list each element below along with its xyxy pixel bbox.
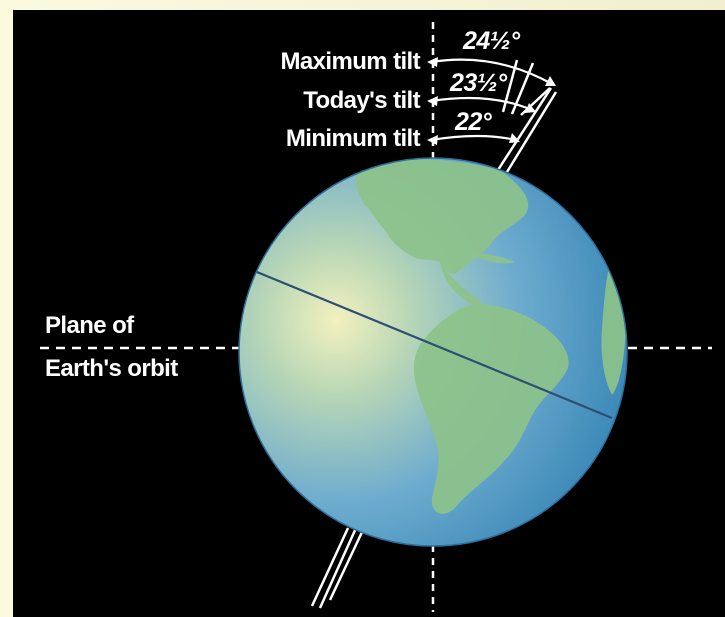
- south-america: [413, 304, 569, 514]
- equator-line: [251, 268, 613, 420]
- arc-maximum-tilt: [430, 58, 553, 85]
- today-tilt-angle: 23½°: [449, 69, 508, 97]
- arc-today-tilt: [430, 96, 533, 112]
- arc-arrowheads: [427, 57, 556, 145]
- maximum-tilt-angle: 24½°: [462, 27, 521, 55]
- central-america: [440, 262, 490, 312]
- arc-minimum-tilt: [430, 134, 517, 142]
- earth-globe: [238, 157, 628, 547]
- north-america: [356, 158, 529, 274]
- rotation-axis-top: [496, 59, 558, 173]
- tilt-angle-arcs: [430, 58, 553, 142]
- caribbean-islands: [470, 253, 515, 264]
- today-tilt-label: Today's tilt: [303, 87, 420, 114]
- maximum-tilt-label: Maximum tilt: [281, 48, 421, 75]
- orbit-plane-label-line1: Plane of: [45, 312, 135, 339]
- minimum-tilt-angle: 22°: [454, 108, 493, 136]
- orbit-plane-label-line2: Earth's orbit: [45, 355, 178, 382]
- minimum-tilt-label: Minimum tilt: [286, 125, 421, 152]
- rotation-axis-bottom: [310, 527, 365, 609]
